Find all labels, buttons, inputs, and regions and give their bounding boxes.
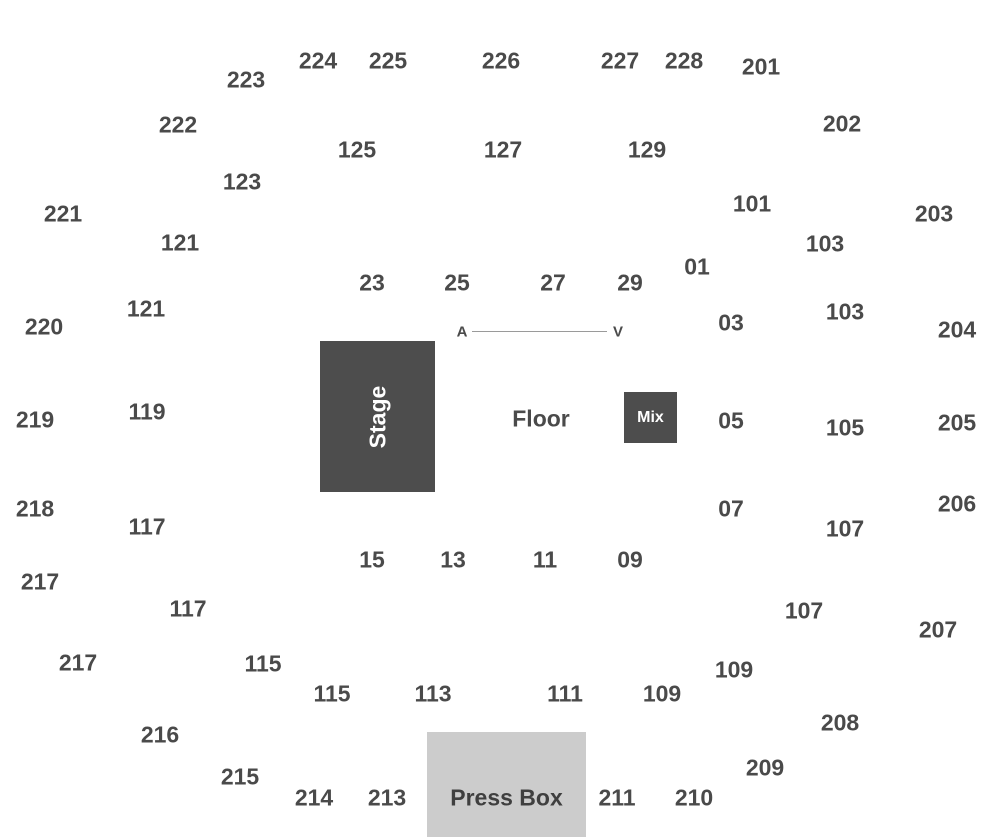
section-107[interactable]: 107: [825, 515, 865, 542]
section-125[interactable]: 125: [337, 136, 377, 163]
section-216[interactable]: 216: [140, 721, 180, 748]
section-204[interactable]: 204: [937, 316, 977, 343]
section-103[interactable]: 103: [805, 230, 845, 257]
section-210[interactable]: 210: [674, 784, 714, 811]
section-206[interactable]: 206: [937, 490, 977, 517]
section-123[interactable]: 123: [222, 168, 262, 195]
section-222[interactable]: 222: [158, 111, 198, 138]
section-121[interactable]: 121: [126, 295, 166, 322]
section-09[interactable]: 09: [617, 546, 643, 573]
av-end-label: V: [612, 323, 624, 341]
press-box: Press Box: [427, 732, 586, 837]
section-205[interactable]: 205: [937, 409, 977, 436]
section-228[interactable]: 228: [664, 47, 704, 74]
section-07[interactable]: 07: [718, 495, 744, 522]
mix-booth: Mix: [624, 392, 677, 443]
section-13[interactable]: 13: [440, 546, 466, 573]
section-25[interactable]: 25: [444, 269, 470, 296]
section-217[interactable]: 217: [20, 568, 60, 595]
section-214[interactable]: 214: [294, 784, 334, 811]
section-05[interactable]: 05: [718, 407, 744, 434]
section-101[interactable]: 101: [732, 190, 772, 217]
av-divider-line: [472, 331, 607, 332]
section-105[interactable]: 105: [825, 414, 865, 441]
section-209[interactable]: 209: [745, 754, 785, 781]
section-207[interactable]: 207: [918, 616, 958, 643]
section-127[interactable]: 127: [483, 136, 523, 163]
section-223[interactable]: 223: [226, 66, 266, 93]
section-115[interactable]: 115: [244, 650, 282, 677]
section-11[interactable]: 11: [532, 546, 558, 573]
press-box-label: Press Box: [450, 784, 563, 811]
section-107[interactable]: 107: [784, 597, 824, 624]
section-109[interactable]: 109: [714, 656, 754, 683]
av-start-label: A: [456, 323, 468, 341]
section-121[interactable]: 121: [160, 229, 200, 256]
section-103[interactable]: 103: [825, 298, 865, 325]
section-217[interactable]: 217: [58, 649, 98, 676]
section-220[interactable]: 220: [24, 313, 64, 340]
mix-label: Mix: [637, 408, 664, 426]
section-201[interactable]: 201: [741, 53, 781, 80]
section-203[interactable]: 203: [914, 200, 954, 227]
section-221[interactable]: 221: [43, 200, 83, 227]
section-129[interactable]: 129: [627, 136, 667, 163]
section-111[interactable]: 111: [547, 680, 583, 707]
stage[interactable]: Stage: [320, 341, 435, 492]
floor-label[interactable]: Floor: [512, 405, 570, 432]
section-213[interactable]: 213: [367, 784, 407, 811]
section-202[interactable]: 202: [822, 110, 862, 137]
section-109[interactable]: 109: [642, 680, 682, 707]
section-215[interactable]: 215: [220, 763, 260, 790]
section-113[interactable]: 113: [414, 680, 452, 707]
section-23[interactable]: 23: [359, 269, 385, 296]
section-227[interactable]: 227: [600, 47, 640, 74]
section-208[interactable]: 208: [820, 709, 860, 736]
section-225[interactable]: 225: [368, 47, 408, 74]
stage-label: Stage: [364, 385, 390, 448]
section-226[interactable]: 226: [481, 47, 521, 74]
section-224[interactable]: 224: [298, 47, 338, 74]
section-15[interactable]: 15: [359, 546, 385, 573]
section-117[interactable]: 117: [128, 513, 166, 540]
section-115[interactable]: 115: [313, 680, 351, 707]
section-27[interactable]: 27: [540, 269, 566, 296]
section-211[interactable]: 211: [598, 784, 636, 811]
section-218[interactable]: 218: [15, 495, 55, 522]
section-119[interactable]: 119: [128, 398, 166, 425]
section-219[interactable]: 219: [15, 406, 55, 433]
section-03[interactable]: 03: [718, 309, 744, 336]
section-117[interactable]: 117: [169, 595, 207, 622]
section-01[interactable]: 01: [684, 253, 710, 280]
section-29[interactable]: 29: [617, 269, 643, 296]
